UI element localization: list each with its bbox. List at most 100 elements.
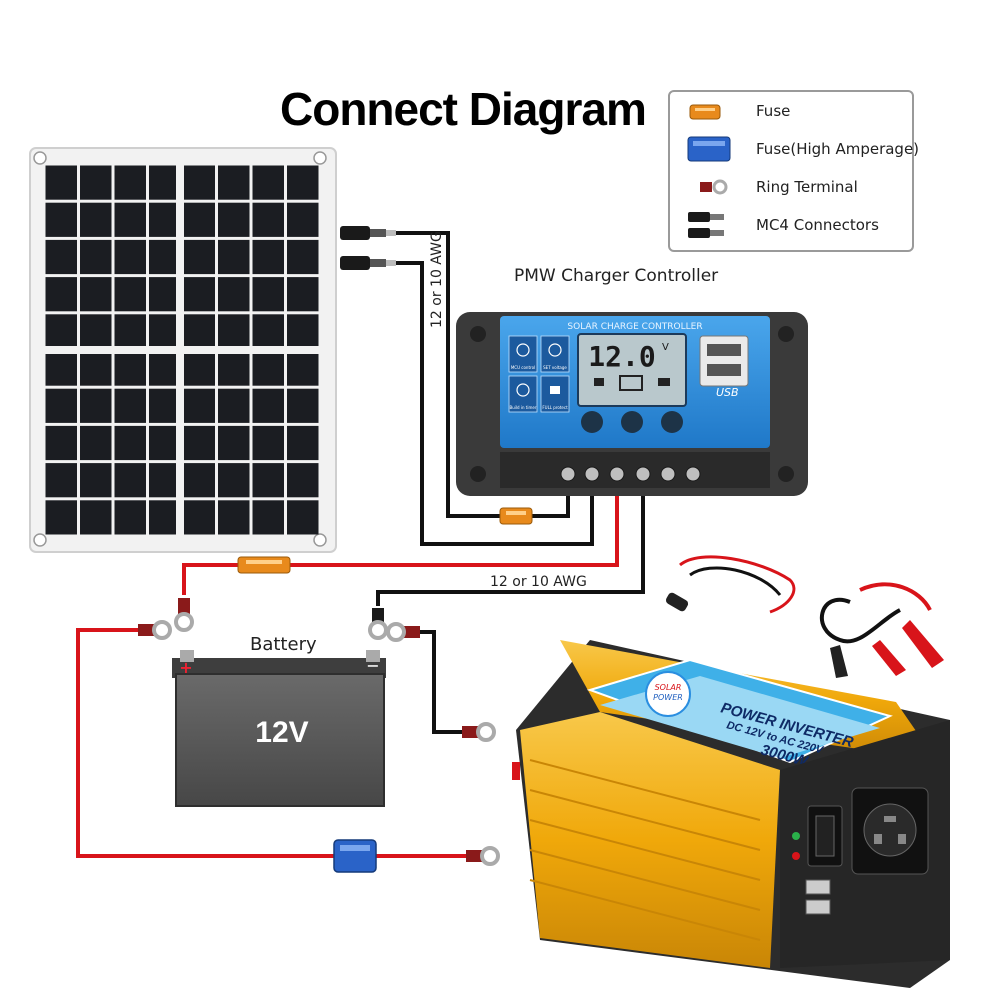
solar-cell (183, 463, 215, 498)
solar-cell (287, 202, 319, 237)
solar-cell (252, 351, 284, 386)
solar-cell (149, 239, 181, 275)
solar-cell (287, 388, 319, 423)
solar-cell (183, 202, 215, 237)
solar-cell (80, 388, 112, 423)
inverter-brand-line2: POWER (653, 693, 683, 702)
solar-cell (149, 277, 181, 312)
solar-cell (45, 351, 77, 386)
inverter-usb-2 (805, 899, 831, 915)
inverter-cables (665, 555, 944, 678)
solar-cell (218, 500, 250, 535)
solar-cell (45, 202, 77, 237)
legend-item-mc4: MC4 Connectors (680, 210, 879, 240)
solar-cell (80, 277, 112, 312)
solar-cell (252, 314, 284, 349)
inverter-usb-1 (805, 879, 831, 895)
solar-cell (252, 277, 284, 312)
solar-cell (149, 388, 181, 423)
solar-cell (252, 239, 284, 275)
high-amperage-fuse (333, 839, 377, 873)
solar-cells (45, 165, 319, 535)
solar-cell (287, 500, 319, 535)
solar-cell (80, 165, 112, 200)
solar-cell (149, 500, 181, 535)
timer-icon (508, 375, 538, 413)
solar-cell (45, 500, 77, 535)
ring-terminals (138, 598, 500, 866)
solar-cell (149, 425, 181, 461)
lcd-unit: V (662, 342, 669, 353)
legend-item-high-fuse: Fuse(High Amperage) (680, 134, 919, 164)
solar-cell (287, 277, 319, 312)
solar-cell (45, 463, 77, 498)
battery-voltage: 12V (255, 716, 308, 749)
wire-gauge-vertical: 12 or 10 AWG (429, 231, 445, 328)
battery-plus-label: + (179, 658, 192, 677)
solar-cell (287, 463, 319, 498)
set-voltage-icon (540, 335, 570, 373)
solar-cell (114, 388, 146, 423)
solar-cell (80, 314, 112, 349)
solar-cell (80, 425, 112, 461)
controller-label: PMW Charger Controller (514, 266, 719, 286)
mc4-connectors (340, 226, 396, 270)
blue-fuse-icon (687, 136, 731, 162)
solar-cell (218, 425, 250, 461)
legend-label-high-fuse: Fuse(High Amperage) (756, 140, 920, 158)
solar-cell (80, 463, 112, 498)
solar-cell (287, 239, 319, 275)
solar-cell (287, 165, 319, 200)
controller-line-fuse (499, 507, 533, 525)
power-inverter: SOLAR POWER POWER INVERTER DC 12V to AC … (512, 640, 950, 988)
solar-cell (149, 351, 181, 386)
timer-label: Build in timer (510, 405, 537, 410)
diagram-title: Connect Diagram (280, 83, 647, 135)
solar-cell (80, 500, 112, 535)
controller-button-3 (661, 411, 683, 433)
solar-cell (218, 165, 250, 200)
solar-cell (252, 425, 284, 461)
solar-cell (114, 500, 146, 535)
controller-lcd (577, 333, 687, 407)
solar-panel (29, 147, 337, 553)
solar-cell (114, 165, 146, 200)
battery: + − 12V (172, 650, 386, 807)
charge-controller: SOLAR CHARGE CONTROLLER MCU control SET … (456, 312, 808, 496)
solar-cell (252, 165, 284, 200)
solar-cell (114, 463, 146, 498)
solar-cell (183, 388, 215, 423)
mcu-control-label: MCU control (511, 365, 535, 370)
solar-cell (183, 239, 215, 275)
solar-cell (183, 425, 215, 461)
legend-item-fuse: Fuse (680, 96, 790, 126)
solar-cell (114, 239, 146, 275)
solar-cell (45, 314, 77, 349)
controller-button-2 (621, 411, 643, 433)
legend: Fuse Fuse(High Amperage) Ring Terminal M… (668, 90, 919, 252)
solar-cell (218, 351, 250, 386)
controller-button-1 (581, 411, 603, 433)
battery-label: Battery (250, 634, 317, 655)
usb-label: USB (716, 386, 739, 399)
orange-fuse-icon (689, 104, 721, 120)
solar-cell (287, 314, 319, 349)
solar-cell (114, 351, 146, 386)
solar-cell (149, 463, 181, 498)
solar-cell (252, 500, 284, 535)
solar-cell (287, 425, 319, 461)
legend-label-ring-terminal: Ring Terminal (756, 178, 858, 196)
solar-cell (252, 202, 284, 237)
legend-label-fuse: Fuse (756, 102, 791, 120)
solar-cell (114, 425, 146, 461)
full-protect-label: FULL protect (542, 405, 568, 410)
solar-cell (149, 314, 181, 349)
solar-cell (218, 277, 250, 312)
solar-cell (252, 463, 284, 498)
lcd-value: 12.0 (588, 340, 655, 373)
ring-terminal-icon (700, 179, 728, 195)
inverter-brand-line1: SOLAR (655, 683, 682, 692)
solar-cell (114, 277, 146, 312)
